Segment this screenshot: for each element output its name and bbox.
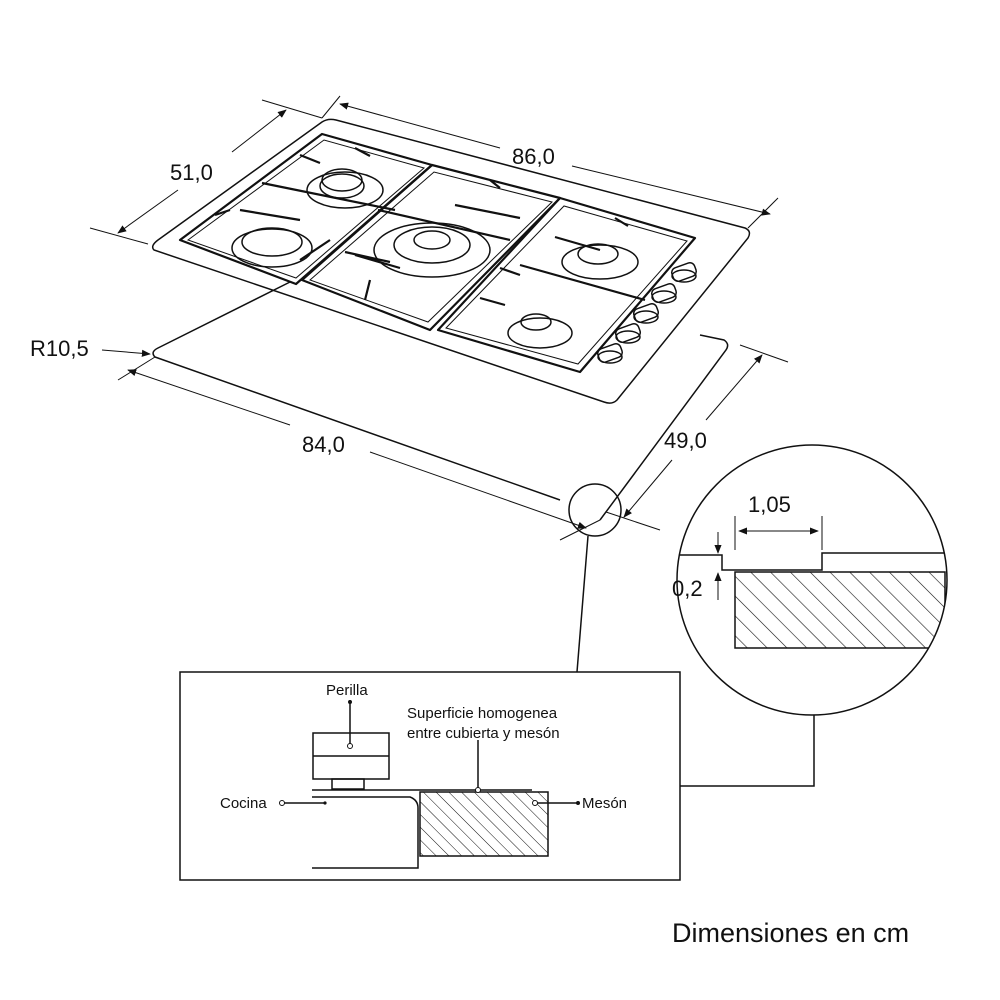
dimension-cutout-depth: 49,0 xyxy=(605,344,789,531)
radius-label: R10,5 xyxy=(30,336,89,361)
knob-label: Perilla xyxy=(326,682,368,699)
width-top-label: 86,0 xyxy=(512,144,555,169)
units-caption: Dimensiones en cm xyxy=(672,918,909,948)
detail-magnified-view: 1,05 0,2 xyxy=(672,444,948,787)
dimension-width-top: 86,0 xyxy=(321,95,779,229)
depth-top-label: 51,0 xyxy=(170,160,213,185)
knob-4 xyxy=(614,322,642,344)
hob-plate-outline xyxy=(151,118,751,404)
cutout-outline xyxy=(152,281,729,521)
installation-section: Perilla Superficie homogenea entre cubie… xyxy=(179,671,681,881)
burner-center-wok xyxy=(373,222,491,278)
hob-label: Cocina xyxy=(220,795,267,812)
hob-top-view xyxy=(151,118,751,404)
knob-1 xyxy=(670,261,698,283)
knob-2 xyxy=(650,282,678,304)
middle-grate xyxy=(300,163,562,332)
dimension-depth-top: 51,0 xyxy=(89,99,323,245)
right-grate xyxy=(436,196,697,374)
detail-reference-circle xyxy=(568,483,622,537)
surface-label-line2: entre cubierta y mesón xyxy=(407,725,560,742)
counter-label: Mesón xyxy=(582,795,627,812)
knob-3 xyxy=(632,302,660,324)
dimension-radius: R10,5 xyxy=(30,336,151,361)
burner-front-left xyxy=(231,227,313,268)
knob-5 xyxy=(596,342,624,364)
detail-height-label: 0,2 xyxy=(672,576,703,601)
burner-front-right xyxy=(507,313,573,349)
control-knobs xyxy=(596,261,698,364)
surface-label-line1: Superficie homogenea xyxy=(407,705,558,722)
section-frame xyxy=(179,671,681,881)
dimension-cutout-width: 84,0 xyxy=(117,356,601,541)
cutout-depth-label: 49,0 xyxy=(664,428,707,453)
counter-section-detail xyxy=(734,571,946,649)
detail-width-label: 1,05 xyxy=(748,492,791,517)
cutout-width-label: 84,0 xyxy=(302,432,345,457)
burner-rear-right xyxy=(561,243,639,280)
burner-rear-left xyxy=(306,168,384,209)
counter-section xyxy=(419,791,549,857)
